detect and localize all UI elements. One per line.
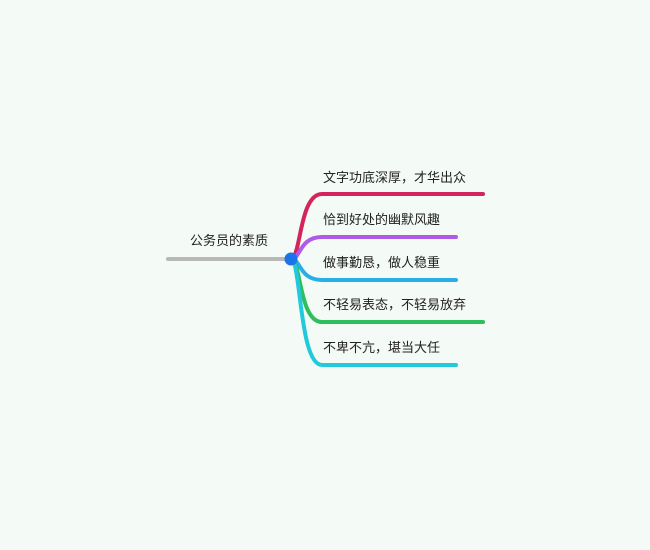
root-topic[interactable]: 公务员的素质 — [190, 234, 269, 249]
branch-topic-3[interactable]: 做事勤恳，做人稳重 — [323, 256, 441, 271]
branch-topic-2[interactable]: 恰到好处的幽默风趣 — [323, 213, 441, 228]
branch-topic-4[interactable]: 不轻易表态，不轻易放弃 — [323, 298, 467, 313]
hub-node[interactable] — [284, 252, 298, 266]
branch-topic-5[interactable]: 不卑不亢，堪当大任 — [323, 341, 441, 356]
branch-topic-1[interactable]: 文字功底深厚，才华出众 — [323, 171, 467, 186]
